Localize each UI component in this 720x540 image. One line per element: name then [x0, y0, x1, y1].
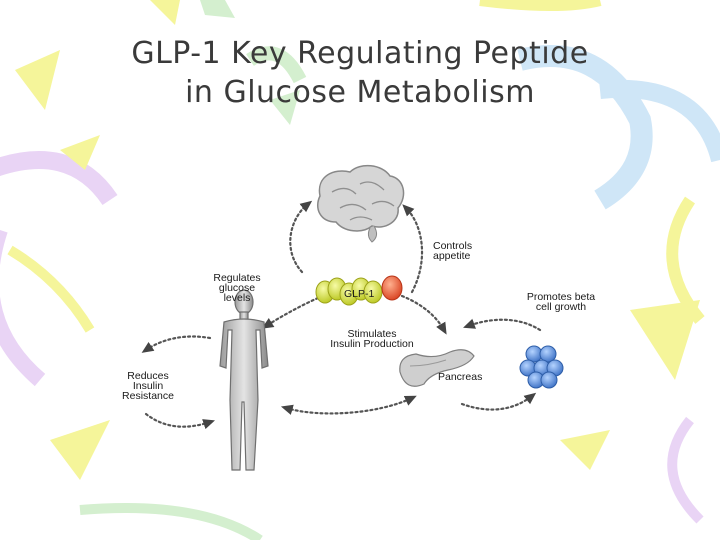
arrow-to-body-regulates: [261, 296, 320, 329]
arrow-glp1-to-brain: [289, 200, 313, 274]
slide-title: GLP-1 Key Regulating Peptide in Glucose …: [60, 34, 660, 112]
regulates-glucose-label: Regulates glucose levels: [198, 272, 276, 304]
arrow-to-pancreas: [400, 294, 447, 335]
stimulates-insulin-line-1: Stimulates: [347, 328, 397, 340]
reduces-insulin-line-1: Reduces: [127, 370, 169, 382]
arrow-body-pancreas-bidirectional: [280, 395, 417, 415]
controls-appetite-label: Controls appetite: [433, 240, 473, 262]
controls-appetite-line-1: Controls: [433, 240, 473, 252]
regulates-glucose-line-2: glucose: [218, 282, 256, 294]
beta-cell-cluster-icon: [519, 345, 564, 389]
stimulates-insulin-label: Stimulates Insulin Production: [318, 328, 426, 350]
reduces-insulin-resistance-label: Reduces Insulin Resistance: [110, 370, 186, 402]
pancreas-text: Pancreas: [438, 371, 483, 383]
glp1-text: GLP-1: [344, 288, 375, 300]
slide-title-line-2: in Glucose Metabolism: [185, 75, 535, 110]
regulates-glucose-line-3: levels: [223, 292, 251, 304]
glp1-peptide-chain: [315, 275, 403, 306]
human-body-icon: [219, 289, 269, 471]
promotes-beta-cell-label: Promotes beta cell growth: [512, 291, 610, 313]
slide-title-line-1: GLP-1 Key Regulating Peptide: [131, 36, 589, 71]
glp1-label: GLP-1: [344, 288, 375, 300]
arrow-resistance-to-body: [144, 412, 216, 430]
promotes-beta-line-2: cell growth: [535, 301, 587, 313]
arrow-beta-cells-to-pancreas: [463, 318, 542, 332]
arrow-brain-controls-appetite: [402, 204, 424, 294]
stimulates-insulin-line-2: Insulin Production: [330, 338, 414, 350]
regulates-glucose-line-1: Regulates: [213, 272, 261, 284]
pancreas-icon: [399, 349, 475, 387]
promotes-beta-line-1: Promotes beta: [526, 291, 596, 303]
reduces-insulin-line-3: Resistance: [122, 390, 174, 402]
arrow-pancreas-to-beta-cells: [460, 392, 537, 411]
brain-icon: [316, 164, 405, 243]
reduces-insulin-line-2: Insulin: [132, 380, 164, 392]
controls-appetite-line-2: appetite: [433, 250, 471, 262]
pancreas-label: Pancreas: [438, 371, 483, 383]
arrow-body-reduces-resistance: [141, 335, 212, 353]
